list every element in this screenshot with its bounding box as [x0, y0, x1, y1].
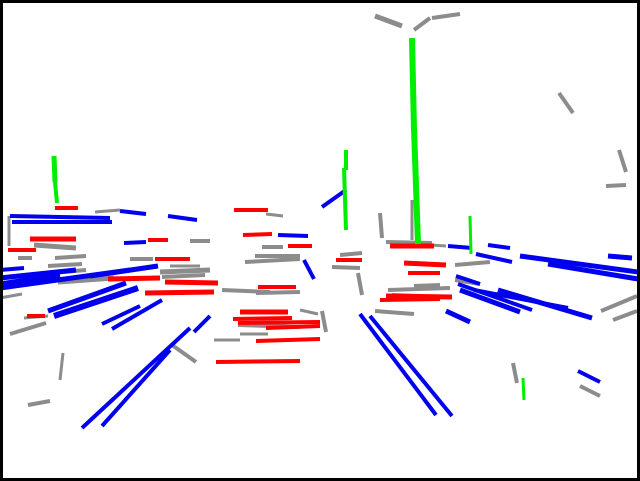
gray-segment	[600, 294, 637, 313]
blue-segment	[192, 314, 212, 334]
gray-segment	[557, 91, 575, 115]
red-segment	[164, 279, 219, 286]
green-segment	[411, 127, 421, 245]
blue-segment	[47, 280, 127, 314]
gray-segment	[387, 286, 451, 292]
green-segments	[51, 37, 526, 401]
green-segment	[521, 377, 526, 401]
blue-segment	[455, 274, 481, 286]
red-segments	[8, 206, 453, 364]
gray-segment	[374, 13, 403, 29]
blue-segment	[487, 243, 511, 250]
gray-segment	[331, 265, 361, 270]
blue-segment	[277, 233, 309, 238]
gray-segment	[431, 12, 461, 20]
blue-segment	[457, 282, 533, 312]
blue-segment	[302, 259, 316, 280]
gray-segment	[57, 275, 115, 285]
blue-segment	[607, 253, 633, 261]
blue-segment	[80, 326, 192, 430]
blue-segment	[473, 288, 569, 310]
blue-segment	[110, 298, 164, 331]
gray-segment	[374, 309, 415, 316]
blue-segment	[9, 214, 111, 220]
green-segment	[468, 215, 473, 255]
gray-segment	[320, 310, 328, 333]
gray-segment	[413, 283, 441, 288]
gray-segment	[27, 399, 51, 407]
gray-segment	[47, 262, 83, 268]
blue-segment	[577, 369, 601, 384]
gray-segment	[244, 257, 301, 264]
gray-segment	[412, 16, 432, 32]
blue-segments	[3, 188, 637, 430]
gray-segment	[378, 212, 384, 239]
gray-segment	[385, 240, 433, 245]
green-segment	[409, 37, 417, 131]
red-segment	[215, 359, 301, 364]
blue-segment	[547, 261, 637, 282]
red-segment	[379, 297, 441, 302]
gray-segment	[612, 309, 637, 322]
red-segment	[107, 275, 161, 282]
red-segment	[237, 320, 321, 325]
green-segment	[342, 167, 348, 231]
blue-segment	[358, 312, 438, 417]
gray-segment	[54, 254, 87, 260]
gray-segment	[9, 321, 47, 336]
red-segment	[232, 316, 293, 321]
blue-segment	[123, 240, 147, 245]
gray-segment	[454, 260, 491, 267]
blue-segment	[475, 252, 513, 264]
red-segment	[385, 293, 453, 300]
gray-segments	[3, 12, 637, 407]
gray-segment	[265, 212, 284, 218]
blue-segment	[89, 263, 159, 279]
green-segment	[51, 155, 58, 183]
blue-segment	[320, 188, 348, 209]
blue-segment	[100, 348, 172, 428]
blue-segment	[3, 266, 25, 272]
gray-segment	[605, 183, 627, 188]
gray-segment	[255, 290, 301, 295]
red-segment	[255, 337, 321, 343]
blue-segment	[447, 244, 473, 250]
gray-segment	[617, 149, 628, 173]
gray-segment	[161, 273, 206, 279]
gray-segment	[170, 343, 198, 364]
gray-segment	[579, 384, 601, 398]
blue-segment	[53, 285, 139, 319]
blue-segment	[3, 267, 77, 281]
red-segment	[403, 260, 447, 268]
red-segment	[144, 289, 215, 296]
blue-segment	[119, 209, 147, 216]
gray-segment	[159, 267, 211, 275]
blue-segment	[459, 287, 521, 315]
gray-segment	[511, 362, 519, 384]
gray-segment	[3, 292, 23, 299]
blue-segment	[101, 304, 141, 326]
blue-segment	[167, 214, 198, 222]
gray-segment	[356, 272, 364, 296]
gray-segment	[33, 242, 77, 251]
green-segment	[53, 181, 59, 204]
red-segment	[242, 232, 273, 237]
red-segment	[265, 324, 321, 330]
gray-segment	[58, 352, 65, 381]
blue-segment	[519, 253, 637, 275]
line-segments-canvas	[3, 12, 637, 430]
blue-segment	[368, 314, 454, 418]
gray-segment	[94, 208, 121, 214]
blue-segment	[3, 272, 61, 287]
blue-segment	[444, 308, 472, 325]
gray-segment	[299, 308, 319, 316]
gray-segment	[339, 251, 363, 257]
